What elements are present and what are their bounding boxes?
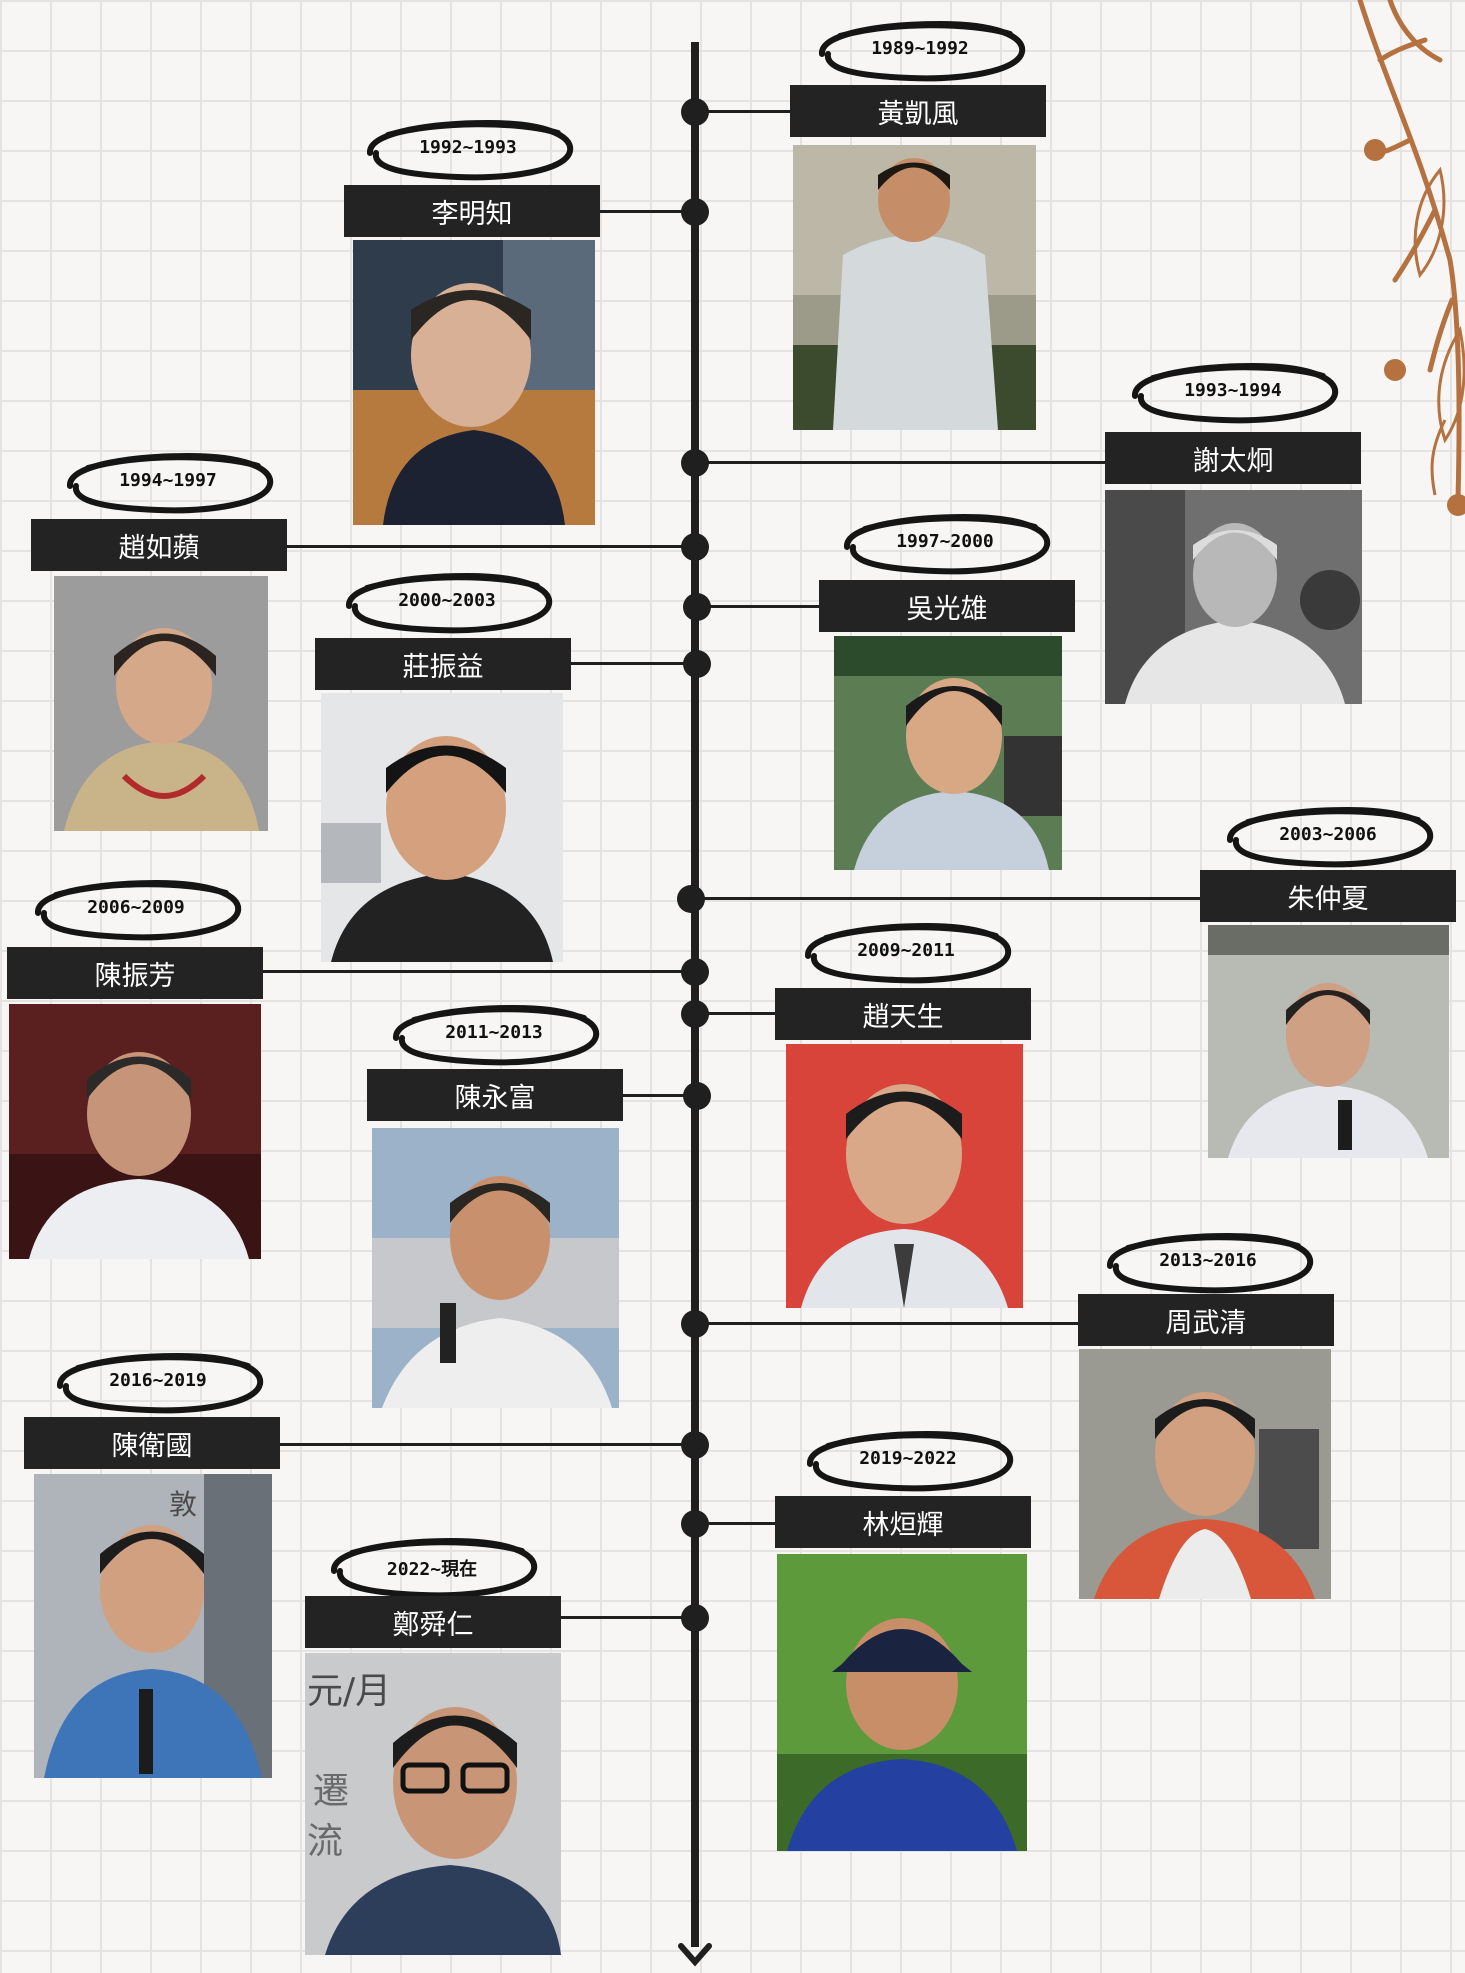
period-label: 2000~2003 <box>398 590 496 611</box>
period-label: 2009~2011 <box>857 940 955 961</box>
period-label: 2006~2009 <box>87 897 185 918</box>
timeline-node <box>681 1310 709 1338</box>
connector-line <box>700 605 820 608</box>
name-label: 黃凱風 <box>790 85 1046 137</box>
period-badge: 2013~2016 <box>1098 1226 1318 1298</box>
timeline-node <box>681 1604 709 1632</box>
name-label: 陳永富 <box>367 1069 623 1121</box>
portrait-photo <box>372 1128 619 1408</box>
period-label: 2019~2022 <box>859 1448 957 1469</box>
name-label: 朱仲夏 <box>1200 870 1456 922</box>
connector-line <box>700 1322 1078 1325</box>
name-label: 陳衛國 <box>24 1417 280 1469</box>
timeline-node <box>681 958 709 986</box>
timeline-node <box>681 1431 709 1459</box>
connector-line <box>700 461 1105 464</box>
period-label: 2013~2016 <box>1159 1250 1257 1271</box>
name-label: 吳光雄 <box>819 580 1075 632</box>
name-label: 李明知 <box>344 185 600 237</box>
timeline-node <box>677 885 705 913</box>
period-badge: 2006~2009 <box>26 873 246 945</box>
connector-line <box>700 897 1200 900</box>
period-label: 1994~1997 <box>119 470 217 491</box>
portrait-photo <box>793 145 1036 430</box>
name-label: 莊振益 <box>315 638 571 690</box>
period-badge: 2022~現在 <box>322 1531 542 1603</box>
portrait-photo <box>9 1004 261 1259</box>
connector-line <box>571 662 695 665</box>
timeline-node <box>681 198 709 226</box>
name-label: 陳振芳 <box>7 947 263 999</box>
timeline-node <box>681 1000 709 1028</box>
connector-line <box>287 545 695 548</box>
connector-line <box>623 1094 695 1097</box>
name-label: 趙天生 <box>775 988 1031 1040</box>
timeline-spine <box>691 42 699 1947</box>
backdrop-text: 元/月 <box>307 1671 391 1712</box>
period-badge: 1989~1992 <box>810 14 1030 86</box>
name-label: 周武清 <box>1078 1294 1334 1346</box>
period-badge: 2011~2013 <box>384 998 604 1070</box>
period-label: 2022~現在 <box>386 1559 478 1580</box>
period-badge: 2000~2003 <box>337 566 557 638</box>
name-label: 謝太炯 <box>1105 432 1361 484</box>
portrait-photo <box>1105 490 1362 704</box>
backdrop-text-2: 遷 <box>313 1771 349 1812</box>
portrait-photo <box>786 1044 1023 1308</box>
timeline-node <box>681 98 709 126</box>
timeline-node <box>681 1510 709 1538</box>
portrait-photo <box>1208 925 1449 1158</box>
name-label: 鄭舜仁 <box>305 1596 561 1648</box>
period-label: 2011~2013 <box>445 1022 543 1043</box>
sign-text: 敦 <box>169 1488 197 1521</box>
period-badge: 1997~2000 <box>835 507 1055 579</box>
name-label: 趙如蘋 <box>31 519 287 571</box>
timeline-node <box>683 650 711 678</box>
period-badge: 1994~1997 <box>58 446 278 518</box>
portrait-photo <box>321 693 563 962</box>
portrait-photo <box>834 636 1062 870</box>
period-label: 2003~2006 <box>1279 824 1377 845</box>
connector-line <box>600 210 695 213</box>
backdrop-text-3: 流 <box>307 1821 343 1862</box>
connector-line <box>700 110 790 113</box>
period-badge: 1992~1993 <box>358 113 578 185</box>
portrait-photo <box>1079 1349 1331 1599</box>
period-badge: 2019~2022 <box>798 1424 1018 1496</box>
portrait-photo: 元/月 遷 流 <box>305 1653 561 1955</box>
connector-line <box>280 1443 695 1446</box>
timeline-node <box>681 449 709 477</box>
timeline-node <box>683 1082 711 1110</box>
timeline-node <box>683 593 711 621</box>
portrait-photo: 敦 <box>34 1474 272 1778</box>
period-label: 2016~2019 <box>109 1370 207 1391</box>
period-label: 1993~1994 <box>1184 380 1282 401</box>
name-label: 林烜輝 <box>775 1496 1031 1548</box>
connector-line <box>263 970 695 973</box>
portrait-photo <box>54 576 268 831</box>
period-badge: 2009~2011 <box>796 916 1016 988</box>
period-badge: 1993~1994 <box>1123 356 1343 428</box>
portrait-photo <box>353 240 595 525</box>
period-label: 1997~2000 <box>896 531 994 552</box>
decorative-branch <box>1340 0 1465 534</box>
connector-line <box>561 1616 695 1619</box>
period-badge: 2003~2006 <box>1218 800 1438 872</box>
timeline-arrowhead <box>678 1943 712 1967</box>
period-badge: 2016~2019 <box>48 1346 268 1418</box>
timeline-node <box>681 533 709 561</box>
connector-line <box>700 1522 775 1525</box>
connector-line <box>700 1012 780 1015</box>
period-label: 1989~1992 <box>871 38 969 59</box>
portrait-photo <box>777 1554 1027 1851</box>
period-label: 1992~1993 <box>419 137 517 158</box>
